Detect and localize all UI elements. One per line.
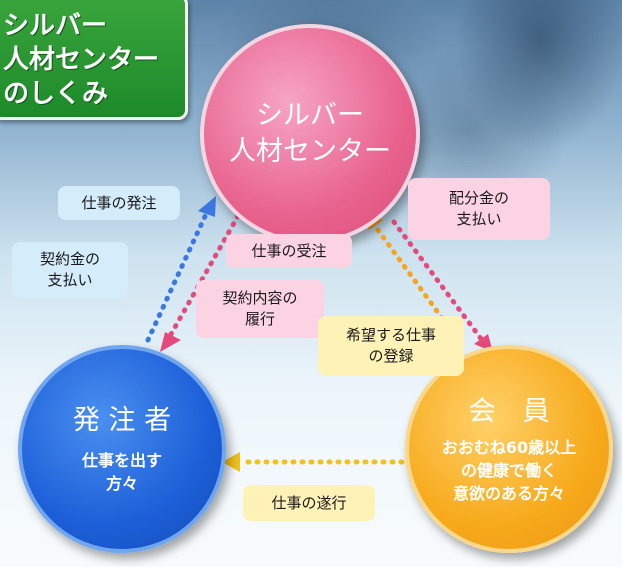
silver-center-line-2: 人材センター bbox=[229, 136, 391, 167]
member-title: 会 員 bbox=[468, 395, 550, 427]
label-contract-payment-line-2: 支払い bbox=[47, 271, 93, 289]
title-line-1: シルバー bbox=[3, 11, 108, 41]
label-execute-text: 仕事の遂行 bbox=[271, 493, 347, 512]
member-sub-line-2: の健康で働く bbox=[460, 460, 557, 480]
title-line-3: のしくみ bbox=[3, 79, 109, 109]
title-panel: シルバー 人材センター のしくみ bbox=[0, 0, 188, 120]
label-contract-payment-line-1: 契約金の bbox=[39, 250, 100, 268]
arrow-execute bbox=[222, 452, 405, 472]
label-accept: 仕事の受注 bbox=[226, 234, 352, 268]
arrow-order bbox=[145, 196, 216, 343]
label-order: 仕事の発注 bbox=[58, 186, 180, 220]
client-title: 発 注 者 bbox=[72, 405, 172, 436]
label-distribution-line-2: 支払い bbox=[456, 210, 502, 228]
member-node: 会 員 おおむね60歳以上 の健康で働く 意欲のある方々 bbox=[405, 345, 613, 553]
label-distribution: 配分金の 支払い bbox=[408, 178, 550, 240]
label-fulfill-line-2: 履行 bbox=[244, 310, 275, 328]
silver-center-node: シルバー 人材センター bbox=[200, 24, 420, 244]
label-register-line-1: 希望する仕事 bbox=[345, 326, 436, 344]
title-line-2: 人材センター bbox=[3, 45, 160, 75]
label-accept-text: 仕事の受注 bbox=[251, 241, 327, 260]
client-sub-line-2: 方々 bbox=[105, 474, 138, 493]
client-node: 発 注 者 仕事を出す 方々 bbox=[18, 345, 226, 553]
client-sub-line-1: 仕事を出す bbox=[81, 451, 162, 470]
label-execute: 仕事の遂行 bbox=[243, 485, 375, 521]
member-sub-line-3: 意欲のある方々 bbox=[452, 483, 565, 503]
label-order-text: 仕事の発注 bbox=[81, 193, 157, 212]
arrow-accept bbox=[160, 213, 241, 352]
member-sub-line-1: おおむね60歳以上 bbox=[441, 437, 577, 457]
label-fulfill-line-1: 契約内容の bbox=[222, 289, 298, 307]
label-fulfill: 契約内容の 履行 bbox=[196, 280, 324, 338]
label-contract-payment: 契約金の 支払い bbox=[12, 242, 128, 298]
label-register: 希望する仕事 の登録 bbox=[318, 316, 464, 376]
label-distribution-line-1: 配分金の bbox=[448, 189, 509, 207]
silver-center-line-1: シルバー bbox=[256, 100, 364, 131]
label-register-line-2: の登録 bbox=[368, 347, 414, 365]
